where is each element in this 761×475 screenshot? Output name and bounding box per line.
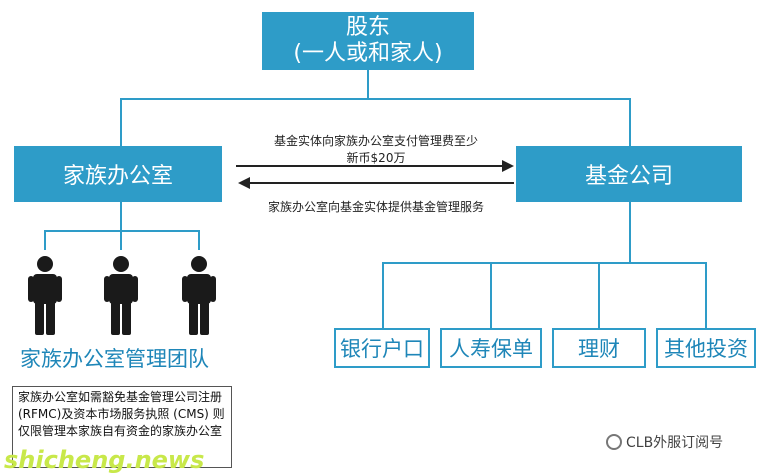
service-arrow [238, 177, 514, 189]
product-label: 银行户口 [340, 337, 424, 361]
family-office-drop-line [120, 202, 122, 232]
fee-arrow [236, 160, 514, 172]
team-drop-2 [120, 230, 122, 250]
fund-drop-line [629, 202, 631, 264]
team-drop-3 [198, 230, 200, 250]
exemption-note: 家族办公室如需豁免基金管理公司注册(RFMC)及资本市场服务执照 (CMS) 则… [12, 386, 232, 468]
person-icon [182, 256, 216, 335]
family-office-box: 家族办公室 [14, 146, 222, 202]
products-horizontal-line [382, 262, 707, 264]
shareholder-title: 股东 [345, 15, 390, 40]
family-office-label: 家族办公室 [62, 164, 173, 189]
wechat-icon [606, 434, 622, 450]
product-other-investments: 其他投资 [656, 328, 756, 368]
shareholder-subtitle: (一人或和家人) [293, 41, 443, 66]
product-bank-account: 银行户口 [334, 328, 430, 368]
team-horizontal-line [44, 230, 200, 232]
team-drop-1 [44, 230, 46, 250]
product-life-insurance: 人寿保单 [440, 328, 542, 368]
person-icon [28, 256, 62, 335]
product-label: 人寿保单 [449, 337, 533, 361]
fee-arrow-label-line2: 新币$20万 [346, 151, 406, 165]
service-arrow-label: 家族办公室向基金实体提供基金管理服务 [267, 200, 484, 214]
product-label: 理财 [578, 337, 620, 361]
product-drop-4 [705, 262, 707, 328]
fee-arrow-label-line1: 基金实体向家族办公室支付管理费至少 [273, 134, 478, 148]
shareholder-horizontal-line [120, 98, 631, 100]
product-drop-2 [490, 262, 492, 328]
shareholder-to-family-office-line [120, 98, 122, 146]
person-icon [104, 256, 138, 335]
fund-company-label: 基金公司 [584, 164, 673, 189]
site-watermark: shicheng.news [4, 446, 205, 474]
shareholder-drop-line [367, 70, 369, 100]
product-drop-3 [598, 262, 600, 328]
fee-arrow-label: 基金实体向家族办公室支付管理费至少 新币$20万 [238, 132, 514, 166]
product-wealth-management: 理财 [552, 328, 646, 368]
wechat-watermark: CLB外服订阅号 [606, 432, 723, 452]
fund-company-box: 基金公司 [516, 146, 742, 202]
product-label: 其他投资 [664, 337, 748, 361]
watermark-text: CLB外服订阅号 [626, 435, 724, 451]
team-label: 家族办公室管理团队 [20, 347, 209, 371]
shareholder-to-fund-line [629, 98, 631, 146]
shareholder-box: 股东 (一人或和家人) [262, 12, 474, 70]
product-drop-1 [382, 262, 384, 328]
